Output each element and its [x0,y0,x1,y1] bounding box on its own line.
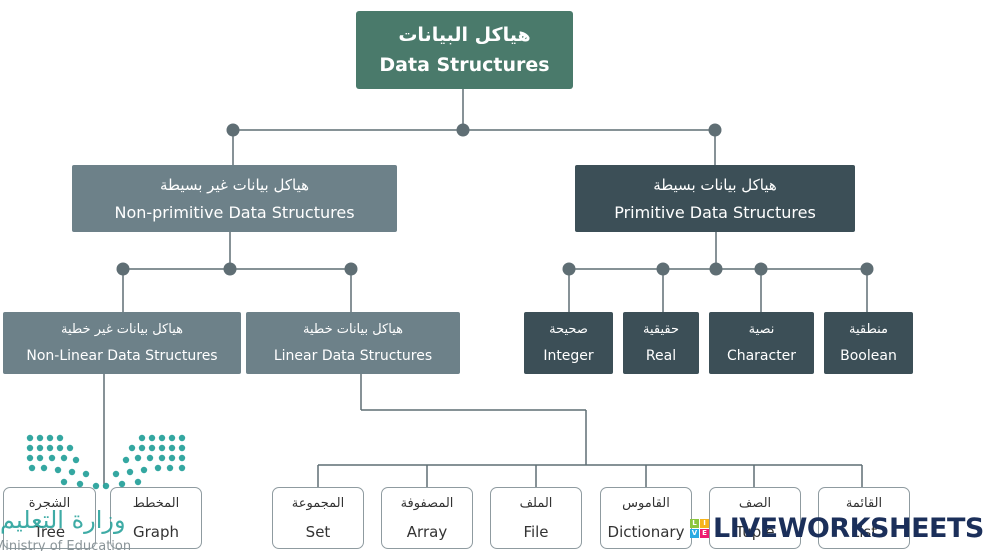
node-array: المصفوفة Array [381,487,473,549]
node-tuple: الصف Tuple [709,487,801,549]
node-file: الملف File [490,487,582,549]
junction-dot [562,262,576,276]
character-label-en: Character [726,348,797,364]
non-primitive-label-en: Non-primitive Data Structures [114,202,355,222]
node-graph: المخطط Graph [110,487,202,549]
non-primitive-label-ar: هياكل بيانات غير بسيطة [159,175,310,194]
node-tree: الشجرة Tree [3,487,96,549]
integer-label-ar: صحيحة [549,322,588,337]
node-boolean: منطقية Boolean [824,312,913,374]
array-label-ar: المصفوفة [400,496,454,511]
node-character: نصية Character [709,312,814,374]
liveworksheets-icon: L I V E [690,518,709,538]
liveworksheets-wordmark: LIVEWORKSHEETS [713,512,984,544]
node-linear: هياكل بيانات خطية Linear Data Structures [246,312,460,374]
tree-label-ar: الشجرة [28,496,71,511]
node-non-linear: هياكل بيانات غير خطية Non-Linear Data St… [3,312,241,374]
non-linear-label-ar: هياكل بيانات غير خطية [61,322,183,337]
ministry-logo-english: Ministry of Education [0,539,131,551]
junction-dot [344,262,358,276]
non-linear-label-en: Non-Linear Data Structures [26,348,218,364]
root-label-ar: هياكل البيانات [398,24,531,46]
file-label-en: File [523,523,549,541]
character-label-ar: نصية [748,322,775,337]
boolean-label-en: Boolean [840,348,897,364]
root-label-en: Data Structures [379,54,550,76]
ministry-of-education-logo: وزارة التعليم Ministry of Education [0,434,186,551]
file-label-ar: الملف [519,496,553,511]
junction-dot [656,262,670,276]
dictionary-label-ar: القاموس [622,496,670,511]
junction-dot [860,262,874,276]
dictionary-label-en: Dictionary [607,523,685,541]
graph-label-ar: المخطط [132,496,180,511]
tree-label-en: Tree [33,523,66,541]
ministry-logo-arabic: وزارة التعليم [0,506,126,534]
tuple-label-en: Tuple [735,523,775,541]
junction-dot [709,262,723,276]
array-label-en: Array [406,523,448,541]
tuple-label-ar: الصف [738,496,772,511]
junction-dot [223,262,237,276]
boolean-label-ar: منطقية [848,322,889,337]
integer-label-en: Integer [543,348,594,364]
set-label-en: Set [305,523,331,541]
node-integer: صحيحة Integer [524,312,613,374]
node-dictionary: القاموس Dictionary [600,487,692,549]
root-node-data-structures: هياكل البيانات Data Structures [356,11,573,89]
real-label-ar: حقيقية [642,322,679,337]
set-label-ar: المجموعة [291,496,345,511]
graph-label-en: Graph [132,523,179,541]
linear-label-en: Linear Data Structures [273,348,433,364]
primitive-label-en: Primitive Data Structures [614,202,816,222]
junction-dot [456,123,470,137]
node-non-primitive: هياكل بيانات غير بسيطة Non-primitive Dat… [72,165,397,232]
node-real: حقيقية Real [623,312,699,374]
junction-dot [226,123,240,137]
list-label-en: List [850,523,878,541]
junction-dot [708,123,722,137]
primitive-label-ar: هياكل بيانات بسيطة [653,175,777,194]
node-primitive: هياكل بيانات بسيطة Primitive Data Struct… [575,165,855,232]
real-label-en: Real [645,348,677,364]
list-label-ar: القائمة [845,496,883,511]
liveworksheets-logo: L I V E LIVEWORKSHEETS [690,508,984,548]
linear-label-ar: هياكل بيانات خطية [303,322,403,337]
junction-dot [116,262,130,276]
node-list: القائمة List [818,487,910,549]
junction-dot [754,262,768,276]
node-set: المجموعة Set [272,487,364,549]
